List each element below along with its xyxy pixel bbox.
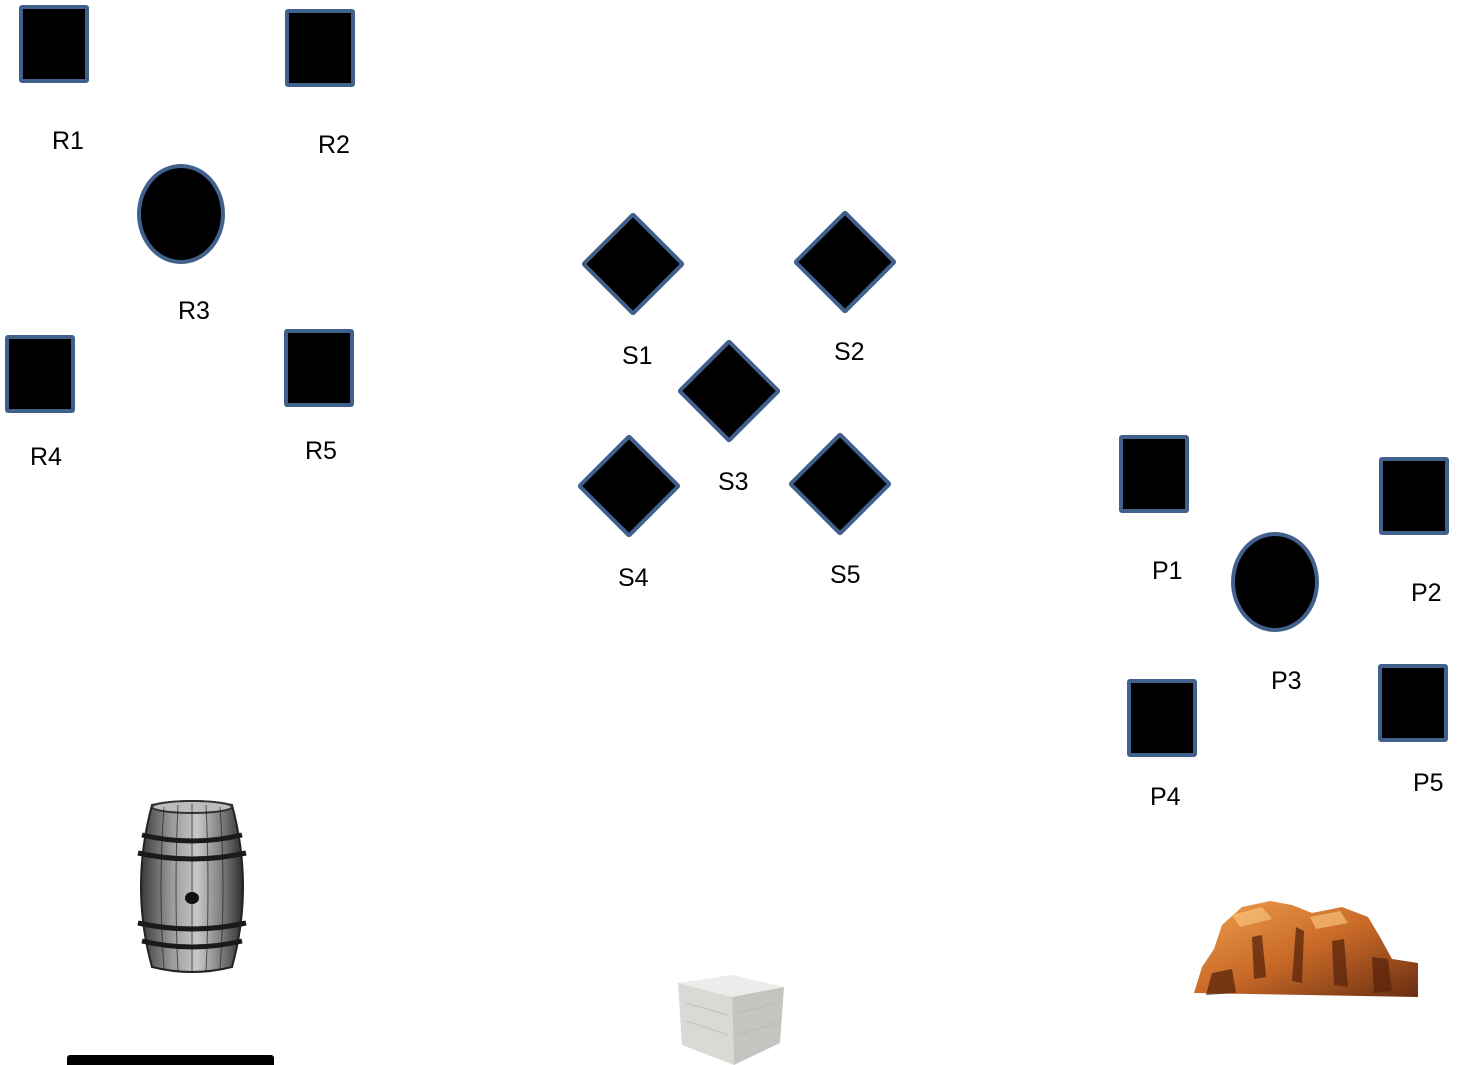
bottom-bar (67, 1055, 274, 1065)
rock-image (1192, 897, 1420, 1001)
label-p4: P4 (1150, 785, 1181, 810)
marker-s3 (677, 339, 782, 444)
marker-s1 (581, 212, 686, 317)
label-s5: S5 (830, 563, 861, 588)
marker-r5 (284, 329, 354, 407)
hay-bale-image (672, 973, 788, 1065)
marker-r3 (137, 164, 225, 264)
marker-p2 (1379, 457, 1449, 535)
barrel-image (130, 797, 254, 977)
label-s2: S2 (834, 340, 865, 365)
marker-s2 (793, 210, 898, 315)
marker-p4 (1127, 679, 1197, 757)
marker-r1 (19, 5, 89, 83)
label-p5: P5 (1413, 771, 1444, 796)
label-s3: S3 (718, 470, 749, 495)
label-r2: R2 (318, 133, 350, 158)
label-p3: P3 (1271, 669, 1302, 694)
marker-p1 (1119, 435, 1189, 513)
label-p1: P1 (1152, 559, 1183, 584)
marker-s5 (788, 432, 893, 537)
label-r1: R1 (52, 129, 84, 154)
marker-r4 (5, 335, 75, 413)
marker-s4 (577, 434, 682, 539)
marker-p5 (1378, 664, 1448, 742)
label-s1: S1 (622, 344, 653, 369)
label-r3: R3 (178, 299, 210, 324)
label-r4: R4 (30, 445, 62, 470)
label-p2: P2 (1411, 581, 1442, 606)
label-r5: R5 (305, 439, 337, 464)
marker-p3 (1231, 532, 1319, 632)
marker-r2 (285, 9, 355, 87)
label-s4: S4 (618, 566, 649, 591)
